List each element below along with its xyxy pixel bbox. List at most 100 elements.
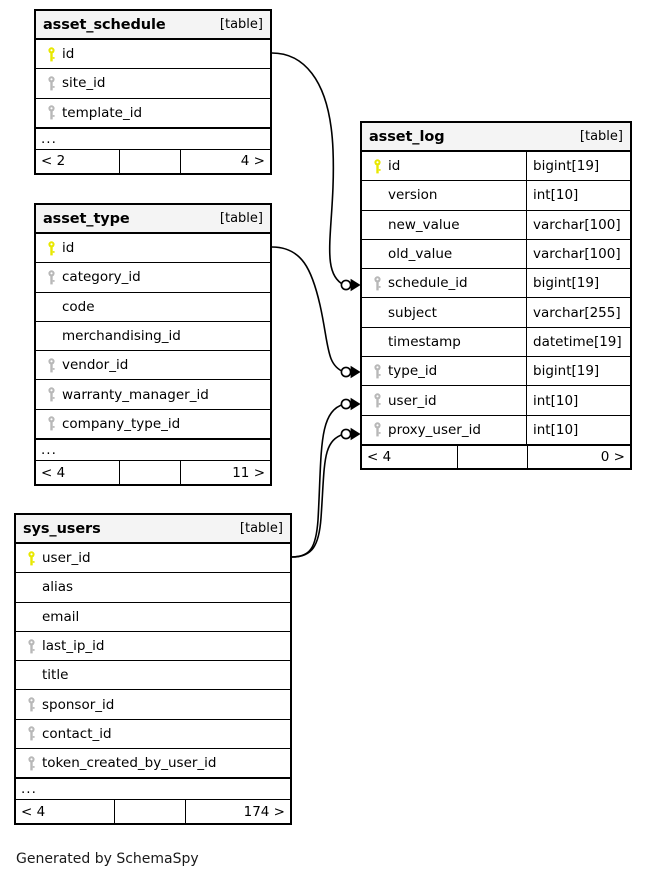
table-row[interactable]: contact_id [16, 720, 290, 750]
table-row[interactable]: token_created_by_user_id [16, 749, 290, 779]
foreign-key-icon [373, 393, 381, 408]
footer-middle-cell [120, 149, 182, 173]
table-row[interactable]: site_id [36, 69, 270, 99]
table-row[interactable]: version int[10] [362, 181, 630, 211]
foreign-key-icon [373, 364, 381, 379]
column-name-cell: merchandising_id [36, 322, 270, 350]
column-name-cell: site_id [36, 69, 270, 97]
column-name-cell: warranty_manager_id [36, 380, 270, 408]
foreign-key-icon [27, 756, 35, 771]
column-name-cell: type_id [362, 357, 526, 385]
column-label: user_id [42, 550, 91, 567]
column-name-cell: timestamp [362, 328, 526, 356]
optional-marker-circle [340, 366, 352, 378]
outgoing-relations-count[interactable]: 4 > [240, 153, 265, 170]
table-row[interactable]: title [16, 661, 290, 691]
column-type-label: varchar[255] [533, 304, 621, 321]
outgoing-relations-count[interactable]: 174 > [243, 803, 285, 820]
column-name-cell: proxy_user_id [362, 416, 526, 444]
column-type-label: datetime[19] [533, 333, 622, 350]
column-name-cell: email [16, 603, 290, 631]
key-indicator-slot [43, 46, 59, 62]
table-row[interactable]: sponsor_id [16, 690, 290, 720]
key-indicator-slot [43, 105, 59, 120]
key-indicator-slot [369, 276, 385, 291]
column-label: version [388, 187, 438, 204]
incoming-relations-count[interactable]: < 4 [16, 800, 115, 824]
foreign-key-icon [47, 416, 55, 431]
table-footer-sys_users: < 4 174 > [16, 800, 290, 824]
column-name-cell: id [362, 152, 526, 180]
table-row[interactable]: template_id [36, 99, 270, 128]
column-name-cell: code [36, 293, 270, 321]
column-type-cell: varchar[255] [526, 298, 630, 327]
table-row[interactable]: subject varchar[255] [362, 298, 630, 328]
table-row[interactable]: warranty_manager_id [36, 380, 270, 410]
table-row[interactable]: email [16, 603, 290, 632]
relationship-line [271, 246, 345, 373]
column-label: old_value [388, 246, 453, 263]
column-name-cell: user_id [16, 544, 290, 572]
table-row[interactable]: vendor_id [36, 351, 270, 381]
column-name-cell: token_created_by_user_id [16, 749, 290, 777]
table-row[interactable]: timestamp datetime[19] [362, 327, 630, 358]
table-row[interactable]: last_ip_id [16, 632, 290, 662]
footer-middle-cell [115, 800, 186, 824]
column-label: sponsor_id [42, 696, 115, 713]
table-name: sys_users [23, 520, 101, 537]
column-type-cell: varchar[100] [526, 239, 630, 269]
key-indicator-slot [43, 76, 59, 91]
foreign-key-icon [47, 105, 55, 120]
table-row[interactable]: id [36, 40, 270, 70]
key-indicator-slot [23, 756, 39, 771]
key-indicator-slot [369, 158, 385, 174]
key-indicator-slot [23, 550, 39, 566]
outgoing-relations-count[interactable]: 0 > [600, 448, 625, 465]
column-type-cell: int[10] [526, 181, 630, 210]
primary-key-icon [27, 550, 35, 566]
table-row[interactable]: alias [16, 573, 290, 603]
incoming-relations-count[interactable]: < 2 [36, 149, 121, 173]
column-name-cell: last_ip_id [16, 632, 290, 660]
column-name-cell: company_type_id [36, 410, 270, 438]
column-label: company_type_id [62, 415, 181, 432]
column-label: alias [42, 579, 74, 596]
table-footer-asset_log: < 4 0 > [362, 444, 630, 468]
table-kind-label: [table] [239, 521, 283, 536]
table-kind-label: [table] [219, 17, 263, 32]
foreign-key-icon [373, 276, 381, 291]
column-label: template_id [62, 104, 143, 121]
key-indicator-slot [43, 387, 59, 402]
table-kind-label: [table] [579, 129, 623, 144]
incoming-relations-count[interactable]: < 4 [362, 445, 459, 468]
table-row[interactable]: merchandising_id [36, 322, 270, 352]
table-row[interactable]: user_id [16, 544, 290, 574]
column-label: site_id [62, 75, 106, 92]
column-type-cell: int[10] [526, 415, 630, 444]
table-row[interactable]: category_id [36, 263, 270, 293]
outgoing-relations-count[interactable]: 11 > [232, 464, 265, 481]
foreign-key-icon [47, 76, 55, 91]
column-label: user_id [388, 392, 437, 409]
incoming-relations-count[interactable]: < 4 [36, 461, 121, 485]
table-row[interactable]: company_type_id [36, 410, 270, 440]
key-indicator-slot [23, 697, 39, 712]
table-row[interactable]: old_value varchar[100] [362, 239, 630, 270]
table-name: asset_log [369, 128, 445, 145]
relationship-line [271, 52, 345, 286]
column-name-cell: subject [362, 298, 526, 326]
column-name-cell: old_value [362, 240, 526, 268]
table-row[interactable]: id [36, 234, 270, 264]
optional-marker-circle [340, 428, 352, 440]
table-row[interactable]: code [36, 293, 270, 322]
